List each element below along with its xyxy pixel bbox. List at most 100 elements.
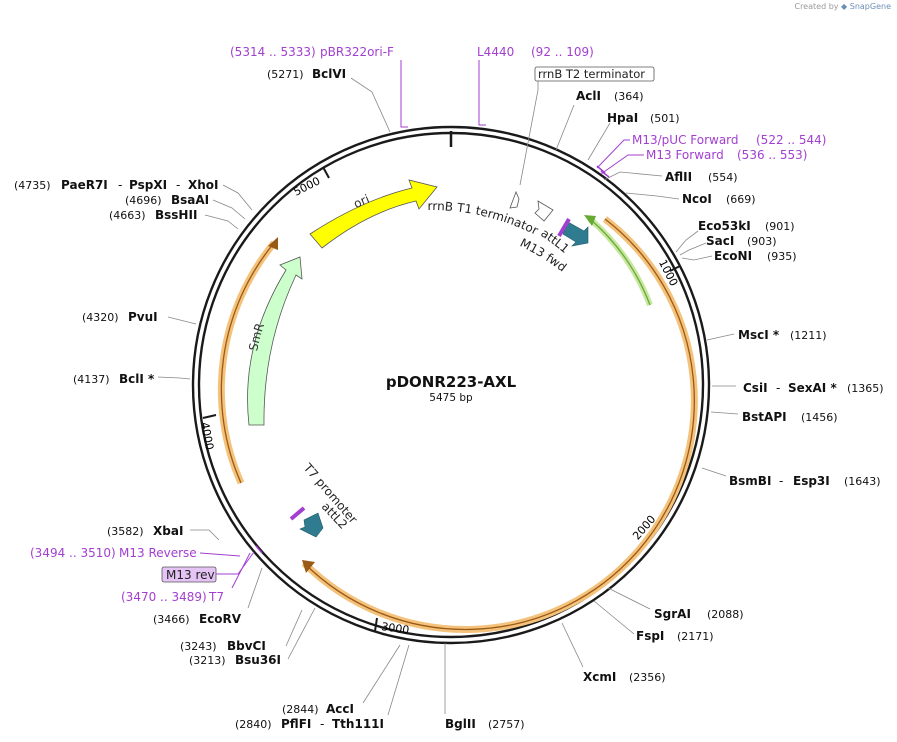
rrnb-t1-feature[interactable]: rrnB T1 terminator: [427, 199, 554, 238]
ori-label: ori: [351, 192, 371, 211]
enzyme-pos: (2844): [282, 703, 319, 716]
enzyme-name: MscI *: [738, 328, 780, 342]
enzyme-name: Tth111I: [332, 717, 384, 731]
enzyme-eco53ki[interactable]: Eco53kI(901): [698, 219, 795, 233]
ori-feature[interactable]: ori: [309, 179, 438, 249]
enzyme-pos: (903): [747, 235, 777, 248]
enzyme-pos: (4137): [73, 373, 110, 386]
credit-prefix: Created by: [794, 2, 839, 11]
primer-name: L4440: [477, 45, 514, 59]
enzyme-paer7i-pspxi-xhoi[interactable]: (4735)PaeR7I-PspXI-XhoI: [14, 178, 219, 192]
enzyme-bbvci[interactable]: (3243)BbvCI: [180, 639, 266, 653]
enzyme-pos: (1365): [847, 382, 884, 395]
enzyme-name: CsiI: [743, 381, 768, 395]
enzyme-acci[interactable]: (2844)AccI: [282, 702, 354, 716]
enzyme-bsaai[interactable]: (4696) BsaAI: [125, 193, 209, 207]
primer-name: M13/pUC Forward: [632, 133, 739, 147]
orf-features: [217, 215, 698, 633]
rrnb-t2-feature[interactable]: rrnB T2 terminator: [509, 66, 655, 209]
enzyme-xcmi[interactable]: XcmI (2356): [583, 670, 666, 684]
smr-feature[interactable]: SmR: [246, 256, 303, 426]
enzyme-name: XhoI: [188, 178, 219, 192]
enzyme-bsu36i[interactable]: (3213)Bsu36I: [189, 653, 281, 667]
enzyme-acli[interactable]: AclI(364): [576, 89, 644, 103]
orf-green-arrow-icon: [584, 215, 596, 226]
snapgene-logo-icon: ◆: [841, 2, 848, 11]
enzyme-name: BssHII: [155, 208, 197, 222]
primer-pos: (3470 .. 3489): [121, 590, 207, 604]
primer-m13-forward[interactable]: M13 Forward (536 .. 553): [600, 148, 807, 178]
enzyme-pflfi-tth111i[interactable]: (2840)PflFI-Tth111I: [235, 717, 384, 731]
primer-m13-reverse[interactable]: (3494 .. 3510) M13 Reverse: [30, 545, 263, 560]
plasmid-title-block: pDONR223-AXL 5475 bp: [386, 373, 517, 404]
enzyme-bstapi[interactable]: BstAPI (1456): [742, 410, 838, 424]
enzyme-leaders: [157, 77, 739, 716]
primer-t7[interactable]: (3470 .. 3489) T7: [121, 552, 251, 604]
enzyme-name: Bsu36I: [235, 653, 281, 667]
enzyme-sep: -: [779, 474, 783, 488]
enzyme-name: BsmBI: [729, 474, 771, 488]
enzyme-sep: -: [118, 178, 122, 192]
enzyme-pos: (2356): [629, 671, 666, 684]
enzyme-bclvi[interactable]: (5271)BclVI: [267, 67, 346, 81]
primer-pos: (92 .. 109): [531, 45, 594, 59]
primer-l4440[interactable]: L4440 (92 .. 109): [477, 45, 594, 126]
enzyme-name: BstAPI: [742, 410, 787, 424]
primer-m13-puc-forward[interactable]: M13/pUC Forward (522 .. 544): [596, 133, 826, 174]
enzyme-name: HpaI: [607, 111, 638, 125]
enzyme-pos: (1211): [790, 329, 827, 342]
enzyme-pos: (935): [767, 250, 797, 263]
enzyme-bsmbi-esp3i[interactable]: BsmBI-Esp3I(1643): [729, 474, 881, 488]
enzyme-name: PflFI: [281, 717, 311, 731]
m13-rev-boxed-label[interactable]: M13 rev: [161, 551, 255, 583]
enzyme-name: FspI: [636, 629, 664, 643]
enzyme-pos: (3243): [180, 640, 217, 653]
enzyme-saci[interactable]: SacI(903): [706, 234, 777, 248]
enzyme-sep: -: [176, 178, 180, 192]
enzyme-name: XbaI: [153, 524, 183, 538]
credit-brand: SnapGene: [849, 2, 891, 11]
enzyme-bsshii[interactable]: (4663)BssHII: [109, 208, 197, 222]
snapgene-credit: Created by ◆ SnapGene: [794, 2, 891, 11]
primer-name: M13 Reverse: [119, 546, 197, 560]
enzyme-pos: (4696): [125, 194, 162, 207]
enzyme-pos: (1456): [801, 411, 838, 424]
svg-text:rrnB T1 terminator: rrnB T1 terminator: [427, 199, 540, 238]
enzyme-xbai[interactable]: (3582)XbaI: [107, 524, 183, 538]
enzyme-sgrai[interactable]: SgrAI(2088): [654, 607, 744, 621]
enzyme-ncoi[interactable]: NcoI(669): [682, 192, 756, 206]
attl2-feature[interactable]: T7 promoter attL2: [289, 460, 360, 538]
enzyme-msci[interactable]: MscI * (1211): [738, 328, 827, 342]
enzyme-bcli[interactable]: (4137) BclI *: [73, 372, 155, 386]
enzyme-name: AclI: [576, 89, 601, 103]
enzyme-name: BglII: [445, 717, 476, 731]
enzyme-fspi[interactable]: FspI (2171): [636, 629, 714, 643]
rrnb-t2-box: [534, 66, 655, 82]
enzyme-csii-sexai[interactable]: CsiI-SexAI *(1365): [743, 381, 884, 395]
tick-5000: 5000: [291, 166, 330, 199]
primer-name: M13 Forward: [646, 148, 724, 162]
enzyme-name: BsaAI: [171, 193, 209, 207]
enzyme-name: PvuI: [128, 310, 158, 324]
enzyme-pos: (669): [726, 193, 756, 206]
m13-fwd-primer-mark: [557, 217, 571, 238]
enzyme-pvui[interactable]: (4320) PvuI: [82, 310, 158, 324]
enzyme-name: BclVI: [312, 67, 346, 81]
enzyme-name: PaeR7I: [61, 178, 108, 192]
enzyme-pos: (4320): [82, 311, 119, 324]
enzyme-sep: -: [320, 717, 324, 731]
enzyme-hpai[interactable]: HpaI(501): [607, 111, 680, 125]
enzyme-name: BclI *: [119, 372, 155, 386]
enzyme-name: XcmI: [583, 670, 616, 684]
enzyme-econi[interactable]: EcoNI(935): [714, 249, 797, 263]
enzyme-name: AflII: [665, 170, 692, 184]
enzyme-pos: (2088): [707, 608, 744, 621]
enzyme-bglii[interactable]: BglII(2757): [445, 717, 525, 731]
enzyme-aflii[interactable]: AflII (554): [665, 170, 738, 184]
primer-pbr322ori-f[interactable]: (5314 .. 5333) pBR322ori-F: [230, 45, 408, 128]
enzyme-pos: (2171): [677, 630, 714, 643]
enzyme-pos: (554): [708, 171, 738, 184]
enzyme-ecorv[interactable]: (3466)EcoRV: [153, 612, 242, 626]
